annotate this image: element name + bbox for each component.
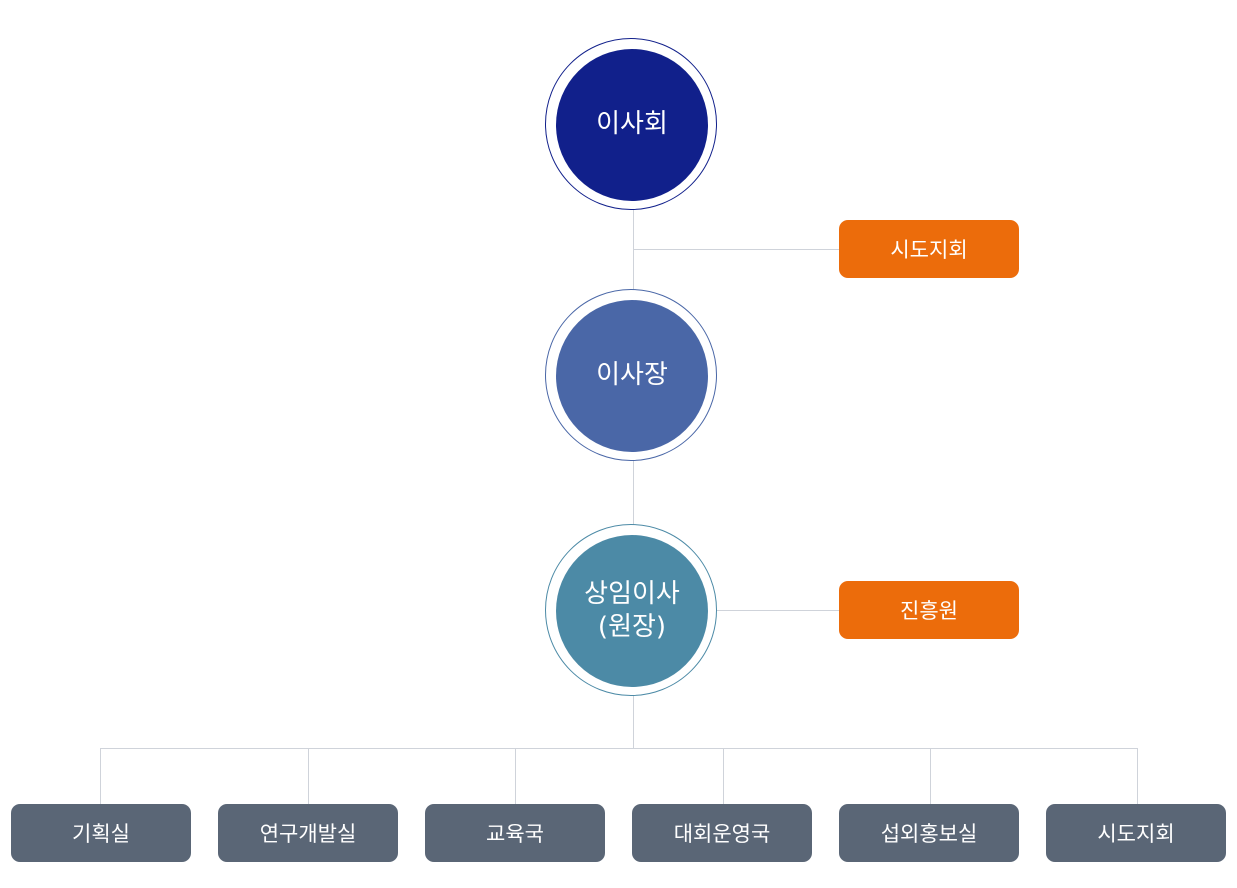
dept-competition[interactable]: 대회운영국: [632, 804, 812, 862]
connector-drop-1: [100, 748, 101, 804]
side-unit-sido-jihoe[interactable]: 시도지회: [839, 220, 1019, 278]
side-unit-label: 진흥원: [900, 599, 958, 623]
chairman-label: 이사장: [596, 360, 668, 391]
connector-drop-3: [515, 748, 516, 804]
dept-education[interactable]: 교육국: [425, 804, 605, 862]
board-circle: 이사회: [556, 49, 708, 201]
connector-drop-5: [930, 748, 931, 804]
director-node: 상임이사 (원장): [545, 524, 717, 696]
board-label: 이사회: [596, 109, 668, 140]
connector-drop-2: [308, 748, 309, 804]
director-label-line1: 상임이사: [584, 578, 680, 609]
dept-label: 교육국: [486, 822, 544, 846]
dept-research[interactable]: 연구개발실: [218, 804, 398, 862]
connector-drop-4: [723, 748, 724, 804]
dept-label: 연구개발실: [259, 822, 357, 846]
connector-horizontal-bus: [100, 748, 1138, 749]
side-unit-label: 시도지회: [890, 238, 968, 262]
dept-label: 시도지회: [1097, 822, 1175, 846]
connector-to-jinheungwon: [715, 610, 839, 611]
connector-director-down: [633, 694, 634, 749]
connector-to-sido-jihoe: [633, 249, 839, 250]
dept-pr[interactable]: 섭외홍보실: [839, 804, 1019, 862]
director-circle: 상임이사 (원장): [556, 535, 708, 687]
dept-label: 기획실: [72, 822, 130, 846]
dept-planning[interactable]: 기획실: [11, 804, 191, 862]
dept-branches[interactable]: 시도지회: [1046, 804, 1226, 862]
director-label-line2: (원장): [597, 612, 667, 642]
chairman-circle: 이사장: [556, 300, 708, 452]
side-unit-jinheungwon[interactable]: 진흥원: [839, 581, 1019, 639]
dept-label: 대회운영국: [673, 822, 771, 846]
chairman-node: 이사장: [545, 289, 717, 461]
connector-drop-6: [1137, 748, 1138, 804]
dept-label: 섭외홍보실: [880, 822, 978, 846]
board-node: 이사회: [545, 38, 717, 210]
